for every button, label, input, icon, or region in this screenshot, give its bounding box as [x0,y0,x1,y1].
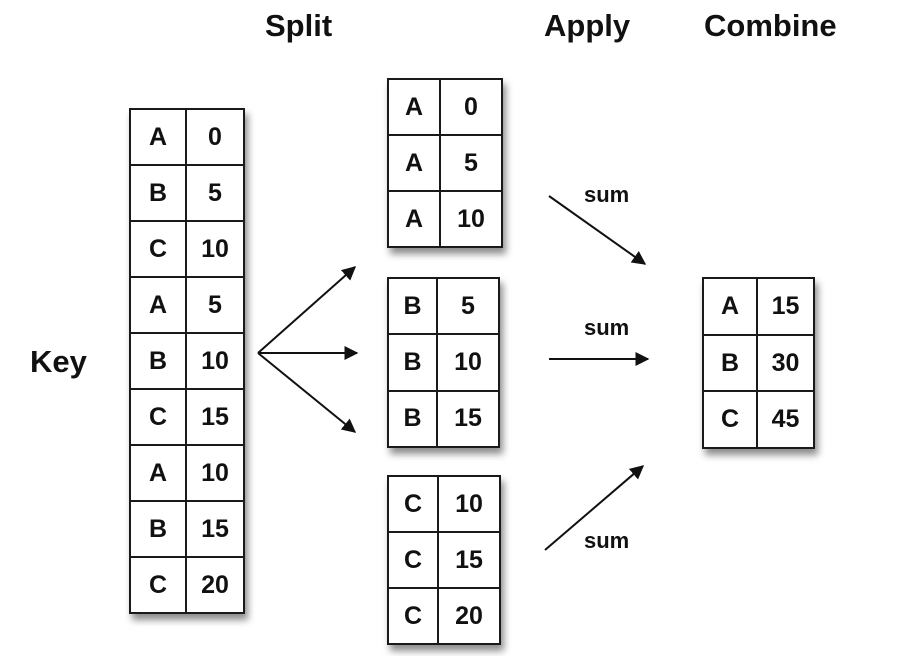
table-row: A 10 [131,444,243,500]
table-row: A 0 [131,110,243,164]
value-cell: 30 [771,348,800,377]
table-row: C 10 [389,477,499,531]
table-row: A 10 [389,190,501,246]
split-arrow-c [257,352,357,433]
table-row: C 45 [704,390,813,448]
key-cell: A [131,446,187,500]
table-row: B 10 [131,332,243,388]
key-label: Key [30,344,87,379]
value-cell: 10 [201,346,229,375]
split-heading: Split [265,8,333,43]
value-cell: 5 [208,290,222,319]
key-cell: C [131,558,187,612]
value-cell: 10 [454,347,482,376]
apply-heading: Apply [544,8,631,43]
apply-label-c: sum [584,528,630,553]
key-cell: B [389,335,438,390]
table-row: B 5 [389,279,498,334]
table-row: A 5 [131,276,243,332]
key-cell: C [389,533,439,587]
value-cell: 5 [208,178,222,207]
table-row: C 15 [131,388,243,444]
value-cell: 10 [457,204,485,233]
table-row: A 15 [704,279,813,334]
table-row: A 0 [389,80,501,134]
value-cell: 5 [461,291,475,320]
key-cell: B [131,166,187,220]
key-cell: A [704,279,758,334]
key-cell: C [389,589,439,643]
value-cell: 0 [464,92,478,121]
combine-heading: Combine [704,8,837,43]
key-cell: B [389,279,438,334]
key-cell: B [704,335,758,391]
value-cell: 10 [201,458,229,487]
value-cell: 10 [201,234,229,263]
apply-label-b: sum [584,315,630,340]
apply-label-a: sum [584,182,630,207]
key-cell: C [704,392,758,448]
value-cell: 20 [455,601,483,630]
value-cell: 15 [201,514,229,543]
table-row: B 15 [131,500,243,556]
value-cell: 15 [455,545,483,574]
table-row: A 5 [389,134,501,190]
key-cell: B [131,502,187,556]
table-row: C 20 [389,587,499,643]
table-row: C 20 [131,556,243,612]
value-cell: 15 [201,402,229,431]
key-cell: C [131,390,187,444]
table-row: B 10 [389,333,498,390]
apply-arrow-c [544,465,645,551]
table-row: C 15 [389,531,499,587]
value-cell: 45 [771,405,800,434]
table-row: B 30 [704,333,813,391]
key-cell: A [389,136,441,190]
key-cell: C [389,477,439,531]
split-arrow-a [257,266,357,354]
table-row: B 15 [389,389,498,446]
value-cell: 15 [771,291,800,320]
value-cell: 15 [454,404,482,433]
split-group-a: A 0 A 5 A 10 [387,78,503,248]
key-cell: A [389,80,441,134]
value-cell: 5 [464,148,478,177]
result-table: A 15 B 30 C 45 [702,277,815,449]
table-row: B 5 [131,164,243,220]
key-cell: B [131,334,187,388]
value-cell: 0 [208,122,222,151]
source-table: A 0 B 5 C 10 A 5 B 10 C 15 A 10 B 15 C 2… [129,108,245,614]
value-cell: 20 [201,570,229,599]
key-cell: C [131,222,187,276]
split-group-b: B 5 B 10 B 15 [387,277,500,448]
split-group-c: C 10 C 15 C 20 [387,475,501,645]
key-cell: A [131,110,187,164]
key-cell: A [389,192,441,246]
value-cell: 10 [455,489,483,518]
key-cell: A [131,278,187,332]
key-cell: B [389,391,438,446]
apply-arrow-a [548,195,647,265]
table-row: C 10 [131,220,243,276]
